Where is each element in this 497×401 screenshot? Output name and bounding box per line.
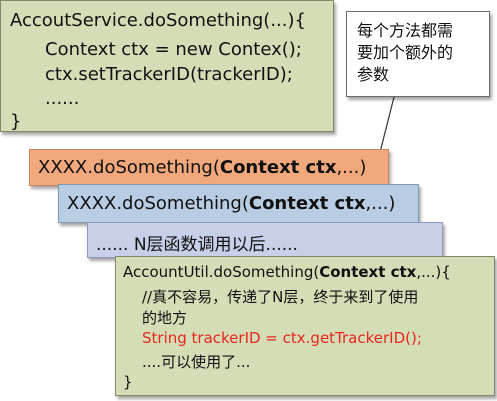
note-line-3: 参数 <box>357 65 390 84</box>
call-layer-1: XXXX.doSomething(Context ctx,...) <box>29 149 389 186</box>
util-method-rest: ,...){ <box>416 263 451 281</box>
layer-2-rest: ,...) <box>365 193 396 214</box>
callout-note: 每个方法都需 要加个额外的 参数 <box>346 11 490 97</box>
context-creation-line: Context ctx = new Contex(); <box>45 39 302 60</box>
util-context-param: Context ctx <box>319 263 417 281</box>
layer-1-call: XXXX.doSomething(Context ctx,...) <box>38 157 366 178</box>
util-code-box: AccountUtil.doSomething(Context ctx,...)… <box>115 256 495 396</box>
service-method-signature: AccoutService.doSomething(...){ <box>10 10 306 31</box>
layer-2-method: XXXX.doSomething( <box>67 193 249 214</box>
closing-brace: } <box>10 111 22 132</box>
can-use-line: ....可以使用了... <box>142 353 251 371</box>
util-comment-line-cont: 的地方 <box>142 309 188 327</box>
get-tracker-line: String trackerID = ctx.getTrackerID(); <box>142 329 422 347</box>
util-method-signature: AccountUtil.doSomething(Context ctx,...)… <box>123 263 451 281</box>
service-code-box: AccoutService.doSomething(...){ Context … <box>0 0 334 132</box>
call-layer-n: ...... N层函数调用以后...... <box>87 222 443 258</box>
call-layer-2: XXXX.doSomething(Context ctx,...) <box>58 184 419 223</box>
layer-1-rest: ,...) <box>336 157 367 178</box>
set-tracker-line: ctx.setTrackerID(trackerID); <box>45 64 293 85</box>
note-line-1: 每个方法都需 <box>357 21 454 40</box>
layer-2-call: XXXX.doSomething(Context ctx,...) <box>67 193 395 214</box>
util-comment-line: //真不容易，传递了N层，终于来到了使用 <box>142 288 419 306</box>
util-closing-brace: } <box>123 373 133 391</box>
layer-1-context-param: Context ctx <box>219 157 337 178</box>
ellipsis-line: ...... <box>45 88 80 109</box>
note-line-2: 要加个额外的 <box>357 43 454 62</box>
layer-n-text: ...... N层函数调用以后...... <box>96 235 298 255</box>
layer-1-method: XXXX.doSomething( <box>38 157 220 178</box>
layer-2-context-param: Context ctx <box>248 193 366 214</box>
util-method-name: AccountUtil.doSomething( <box>123 263 320 281</box>
